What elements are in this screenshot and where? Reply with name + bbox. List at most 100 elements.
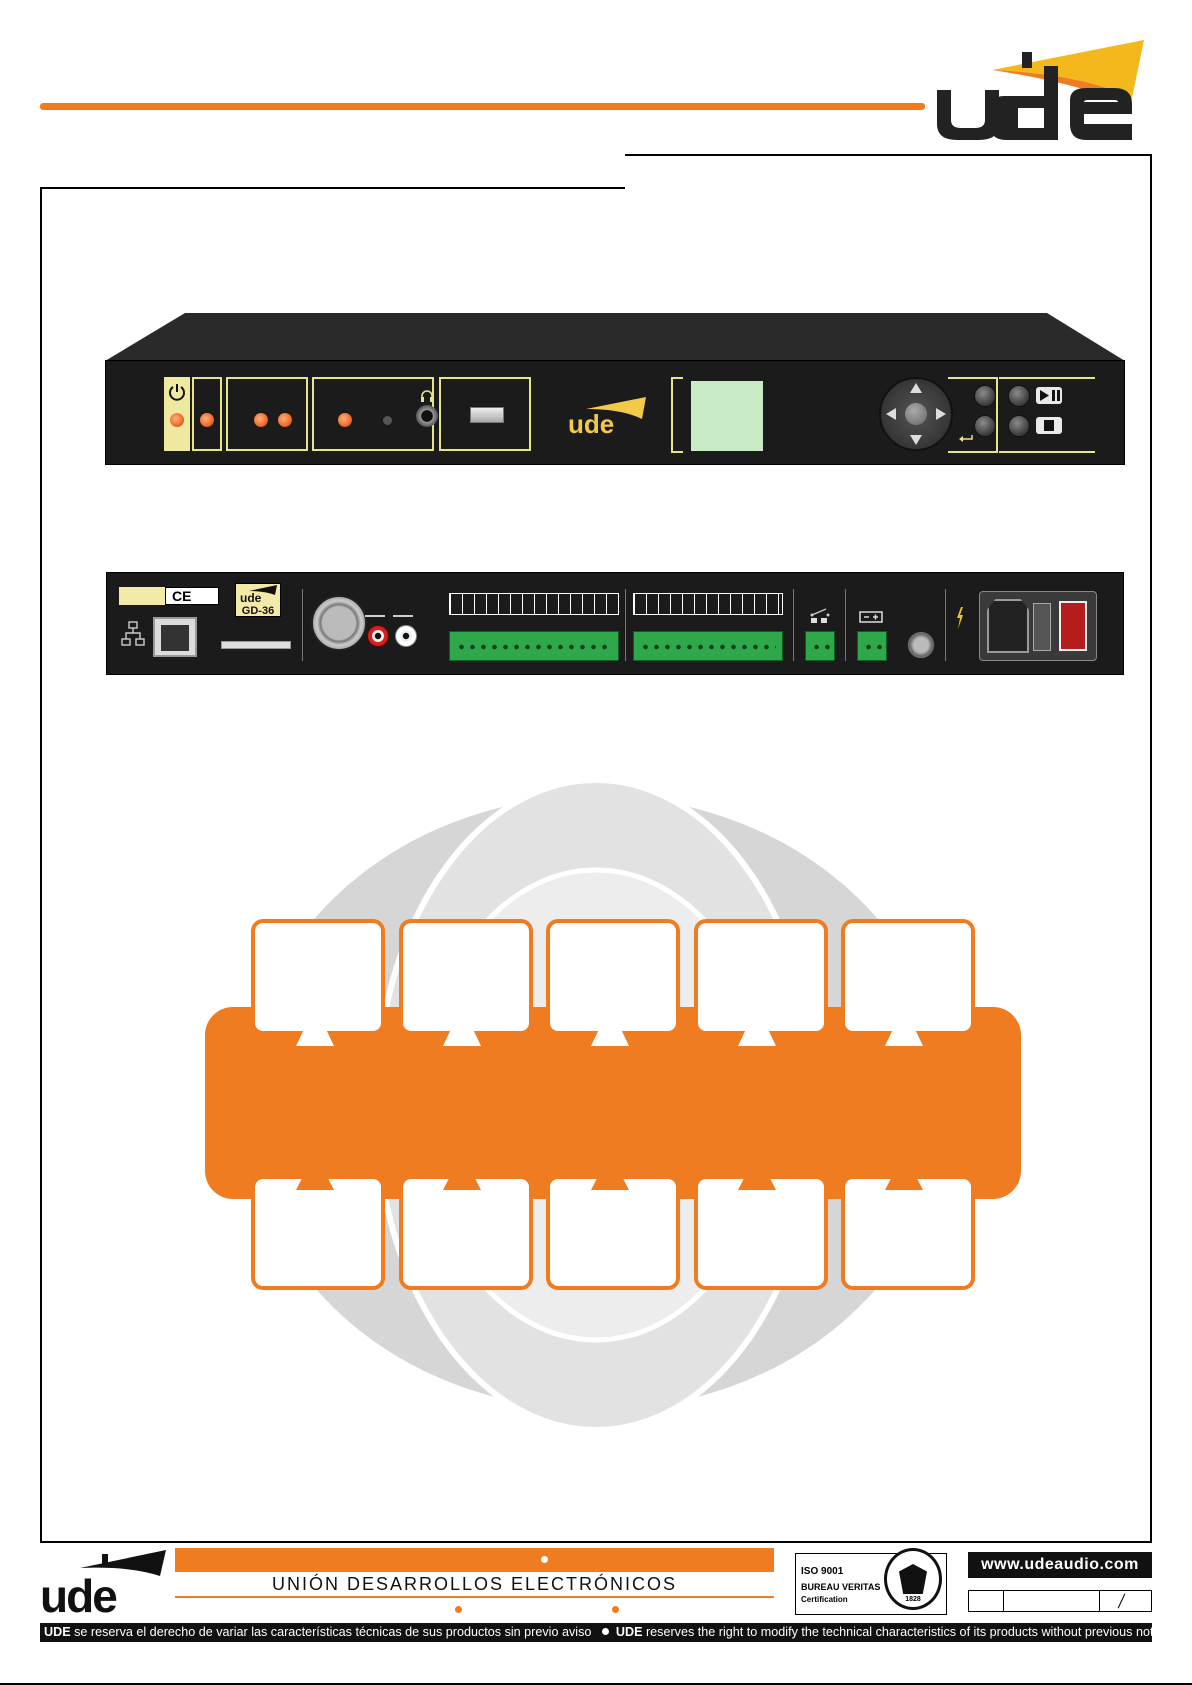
- back-icon: [959, 435, 973, 442]
- feature-box-bottom-1: [251, 1175, 385, 1290]
- notice-en-text: reserves the right to modify the technic…: [642, 1625, 1152, 1639]
- status-led-3: [278, 413, 292, 427]
- top-feature-boxes: [251, 919, 975, 1035]
- arrow-left-icon[interactable]: [886, 408, 896, 420]
- back-button[interactable]: [974, 415, 996, 437]
- headphone-jack[interactable]: [416, 405, 438, 427]
- terminal-labels-2: [633, 593, 783, 615]
- rear-divider-5: [945, 589, 946, 661]
- triangle-top-5: [885, 1006, 923, 1046]
- footer-orange-dot-left: [455, 1606, 462, 1613]
- led-section-1: [192, 377, 222, 451]
- lcd-bracket: [671, 377, 683, 453]
- front-panel: ude: [105, 360, 1125, 465]
- notice-es-text: se reserva el derecho de variar las cara…: [70, 1625, 592, 1639]
- website-url[interactable]: www.udeaudio.com: [968, 1552, 1152, 1578]
- arrow-right-icon[interactable]: [936, 408, 946, 420]
- usb-section: [439, 377, 531, 451]
- footer-orange-dot-right: [612, 1606, 619, 1613]
- features-diagram: [205, 777, 1021, 1433]
- top-triangles: [296, 1006, 923, 1046]
- orange-feature-band: [205, 1007, 1021, 1199]
- rear-panel: CE ude GD-36: [106, 572, 1124, 675]
- terminal-block-2[interactable]: [633, 631, 783, 661]
- inlet-fuse-drawer[interactable]: [1033, 603, 1051, 651]
- feature-box-bottom-3: [546, 1175, 680, 1290]
- company-name: UNIÓN DESARROLLOS ELECTRÓNICOS: [271, 1574, 678, 1594]
- footer-orange-rule: [175, 1596, 774, 1598]
- content-frame-top-right: [625, 154, 1152, 156]
- reference-divider-2: [1099, 1591, 1100, 1611]
- ude-logo-icon: [937, 40, 1144, 140]
- relay-icon: [810, 608, 830, 623]
- stop-icon: [1044, 420, 1054, 431]
- reference-slash: [1117, 1593, 1126, 1609]
- navigation-center-button[interactable]: [905, 403, 927, 425]
- power-icon[interactable]: [168, 383, 186, 401]
- power-switch[interactable]: [1059, 601, 1087, 651]
- triangle-bottom-2: [443, 1153, 481, 1190]
- front-panel-top-surface: [105, 313, 1125, 361]
- power-led: [170, 413, 184, 427]
- xlr-connector[interactable]: [311, 595, 367, 651]
- arrow-down-icon[interactable]: [910, 435, 922, 445]
- rca-output-right[interactable]: [395, 625, 417, 647]
- ce-mark-plate: CE: [165, 587, 219, 605]
- volume-knob-dot: [383, 416, 392, 425]
- play-pause-button[interactable]: [1008, 385, 1030, 407]
- rca-output-left[interactable]: [367, 625, 389, 647]
- svg-text:ude: ude: [568, 409, 614, 435]
- led-section-2: [226, 377, 308, 451]
- triangle-top-1: [296, 1006, 334, 1046]
- content-frame-left: [40, 187, 42, 1543]
- notice-en-brand: UDE: [615, 1625, 643, 1639]
- status-led-4: [338, 413, 352, 427]
- footer-ude-logo-icon: ude: [40, 1550, 166, 1616]
- page-bottom-rule: [0, 1683, 1192, 1685]
- usb-port[interactable]: [470, 407, 504, 423]
- svg-text:ude: ude: [40, 1570, 117, 1616]
- feature-box-bottom-2: [399, 1175, 533, 1290]
- status-led-2: [254, 413, 268, 427]
- triangle-top-3: [591, 1006, 629, 1046]
- arrow-up-icon[interactable]: [910, 383, 922, 393]
- model-label: GD-36: [241, 605, 275, 617]
- menu-button[interactable]: [974, 385, 996, 407]
- terminal-labels-1: [449, 593, 619, 615]
- feature-box-bottom-4: [694, 1175, 828, 1290]
- content-frame-right: [1150, 154, 1152, 1543]
- notice-es-brand: UDE: [44, 1625, 71, 1639]
- triangle-bottom-4: [738, 1153, 776, 1190]
- reference-divider-1: [1003, 1591, 1004, 1611]
- sd-card-slot[interactable]: [221, 641, 291, 649]
- iso-standard: ISO 9001: [801, 1566, 844, 1577]
- rear-divider-3: [793, 589, 794, 661]
- feature-box-bottom-5: [841, 1175, 975, 1290]
- header-orange-rule: [40, 103, 925, 110]
- triangle-bottom-3: [591, 1153, 629, 1190]
- play-pause-icon: [1040, 390, 1060, 401]
- triangle-top-2: [443, 1006, 481, 1046]
- stop-button[interactable]: [1008, 415, 1030, 437]
- transport-section: [999, 377, 1095, 453]
- relay-terminal[interactable]: [805, 631, 835, 661]
- fuse-holder[interactable]: [907, 631, 935, 659]
- iec-power-socket[interactable]: [987, 599, 1029, 653]
- lightning-icon: [957, 607, 963, 629]
- terminal-block-1[interactable]: [449, 631, 619, 661]
- content-frame-bottom: [40, 1541, 1152, 1543]
- bureau-veritas-seal-center: [899, 1564, 927, 1594]
- iso-certification-badge: ISO 9001 BUREAU VERITAS Certification 18…: [795, 1548, 947, 1615]
- iso-certifier: BUREAU VERITAS: [801, 1582, 881, 1592]
- legal-notice-bar: UDE se reserva el derecho de variar las …: [40, 1623, 1152, 1642]
- dc-input-terminal[interactable]: [857, 631, 887, 661]
- iso-certification: Certification: [801, 1595, 848, 1604]
- battery-icon: [859, 611, 883, 623]
- footer-orange-bar: [175, 1548, 774, 1572]
- network-icon: [121, 621, 145, 646]
- bureau-veritas-year: 1828: [905, 1596, 921, 1603]
- triangle-bottom-5: [885, 1153, 923, 1190]
- headphones-icon: [421, 390, 433, 402]
- triangle-bottom-1: [296, 1153, 334, 1190]
- rca-label-right: [393, 615, 413, 617]
